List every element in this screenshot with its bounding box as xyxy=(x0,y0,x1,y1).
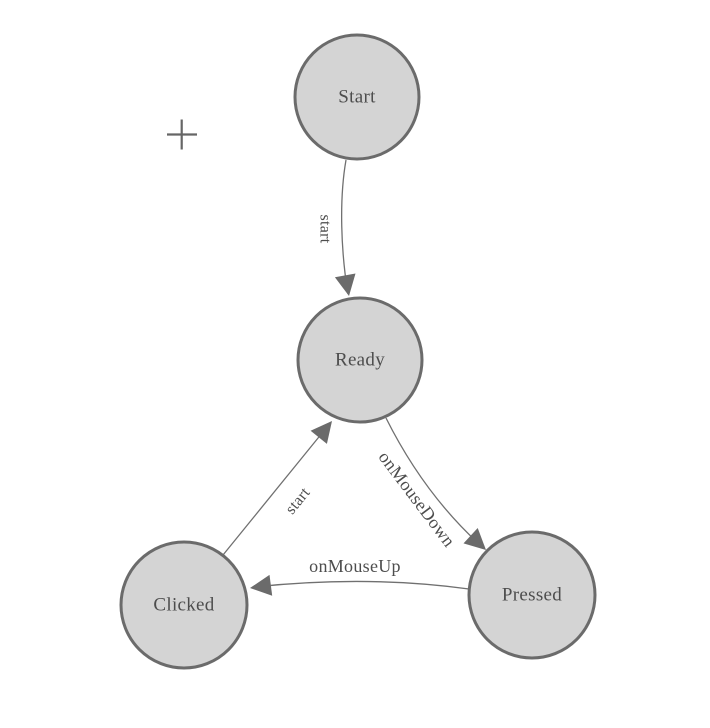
edge-line[interactable] xyxy=(340,159,349,295)
state-circle[interactable] xyxy=(293,33,421,161)
arrowhead xyxy=(250,574,273,596)
state-node-clicked[interactable]: Clicked xyxy=(119,540,249,670)
edge-clicked-to-ready[interactable]: start xyxy=(222,421,332,556)
edge-label-onmousedown: onMouseDown xyxy=(375,447,460,550)
state-circle[interactable] xyxy=(467,530,597,660)
edge-pressed-to-clicked[interactable]: onMouseUp xyxy=(250,556,470,596)
arrowhead xyxy=(463,528,486,550)
edge-label-start-1: start xyxy=(317,214,334,243)
crosshair-icon xyxy=(167,119,197,150)
edge-line[interactable] xyxy=(385,417,479,544)
state-node-label: Start xyxy=(338,87,376,108)
state-circle[interactable] xyxy=(119,540,249,670)
edge-label-start-2: start xyxy=(282,484,314,517)
state-circle[interactable] xyxy=(296,296,424,424)
state-node-pressed[interactable]: Pressed xyxy=(467,530,597,660)
arrowhead xyxy=(310,421,332,444)
state-node-start[interactable]: Start xyxy=(293,33,421,161)
edge-line[interactable] xyxy=(222,426,328,556)
state-node-label: Clicked xyxy=(153,595,214,616)
state-node-label: Ready xyxy=(335,350,385,371)
state-node-label: Pressed xyxy=(502,585,562,606)
edge-line[interactable] xyxy=(253,580,470,590)
arrowhead xyxy=(334,273,356,296)
state-node-ready[interactable]: Ready xyxy=(296,296,424,424)
edge-start-to-ready[interactable]: start xyxy=(317,159,356,296)
edge-label-onmouseup: onMouseUp xyxy=(309,556,401,576)
edge-ready-to-pressed[interactable]: onMouseDown xyxy=(375,417,486,551)
